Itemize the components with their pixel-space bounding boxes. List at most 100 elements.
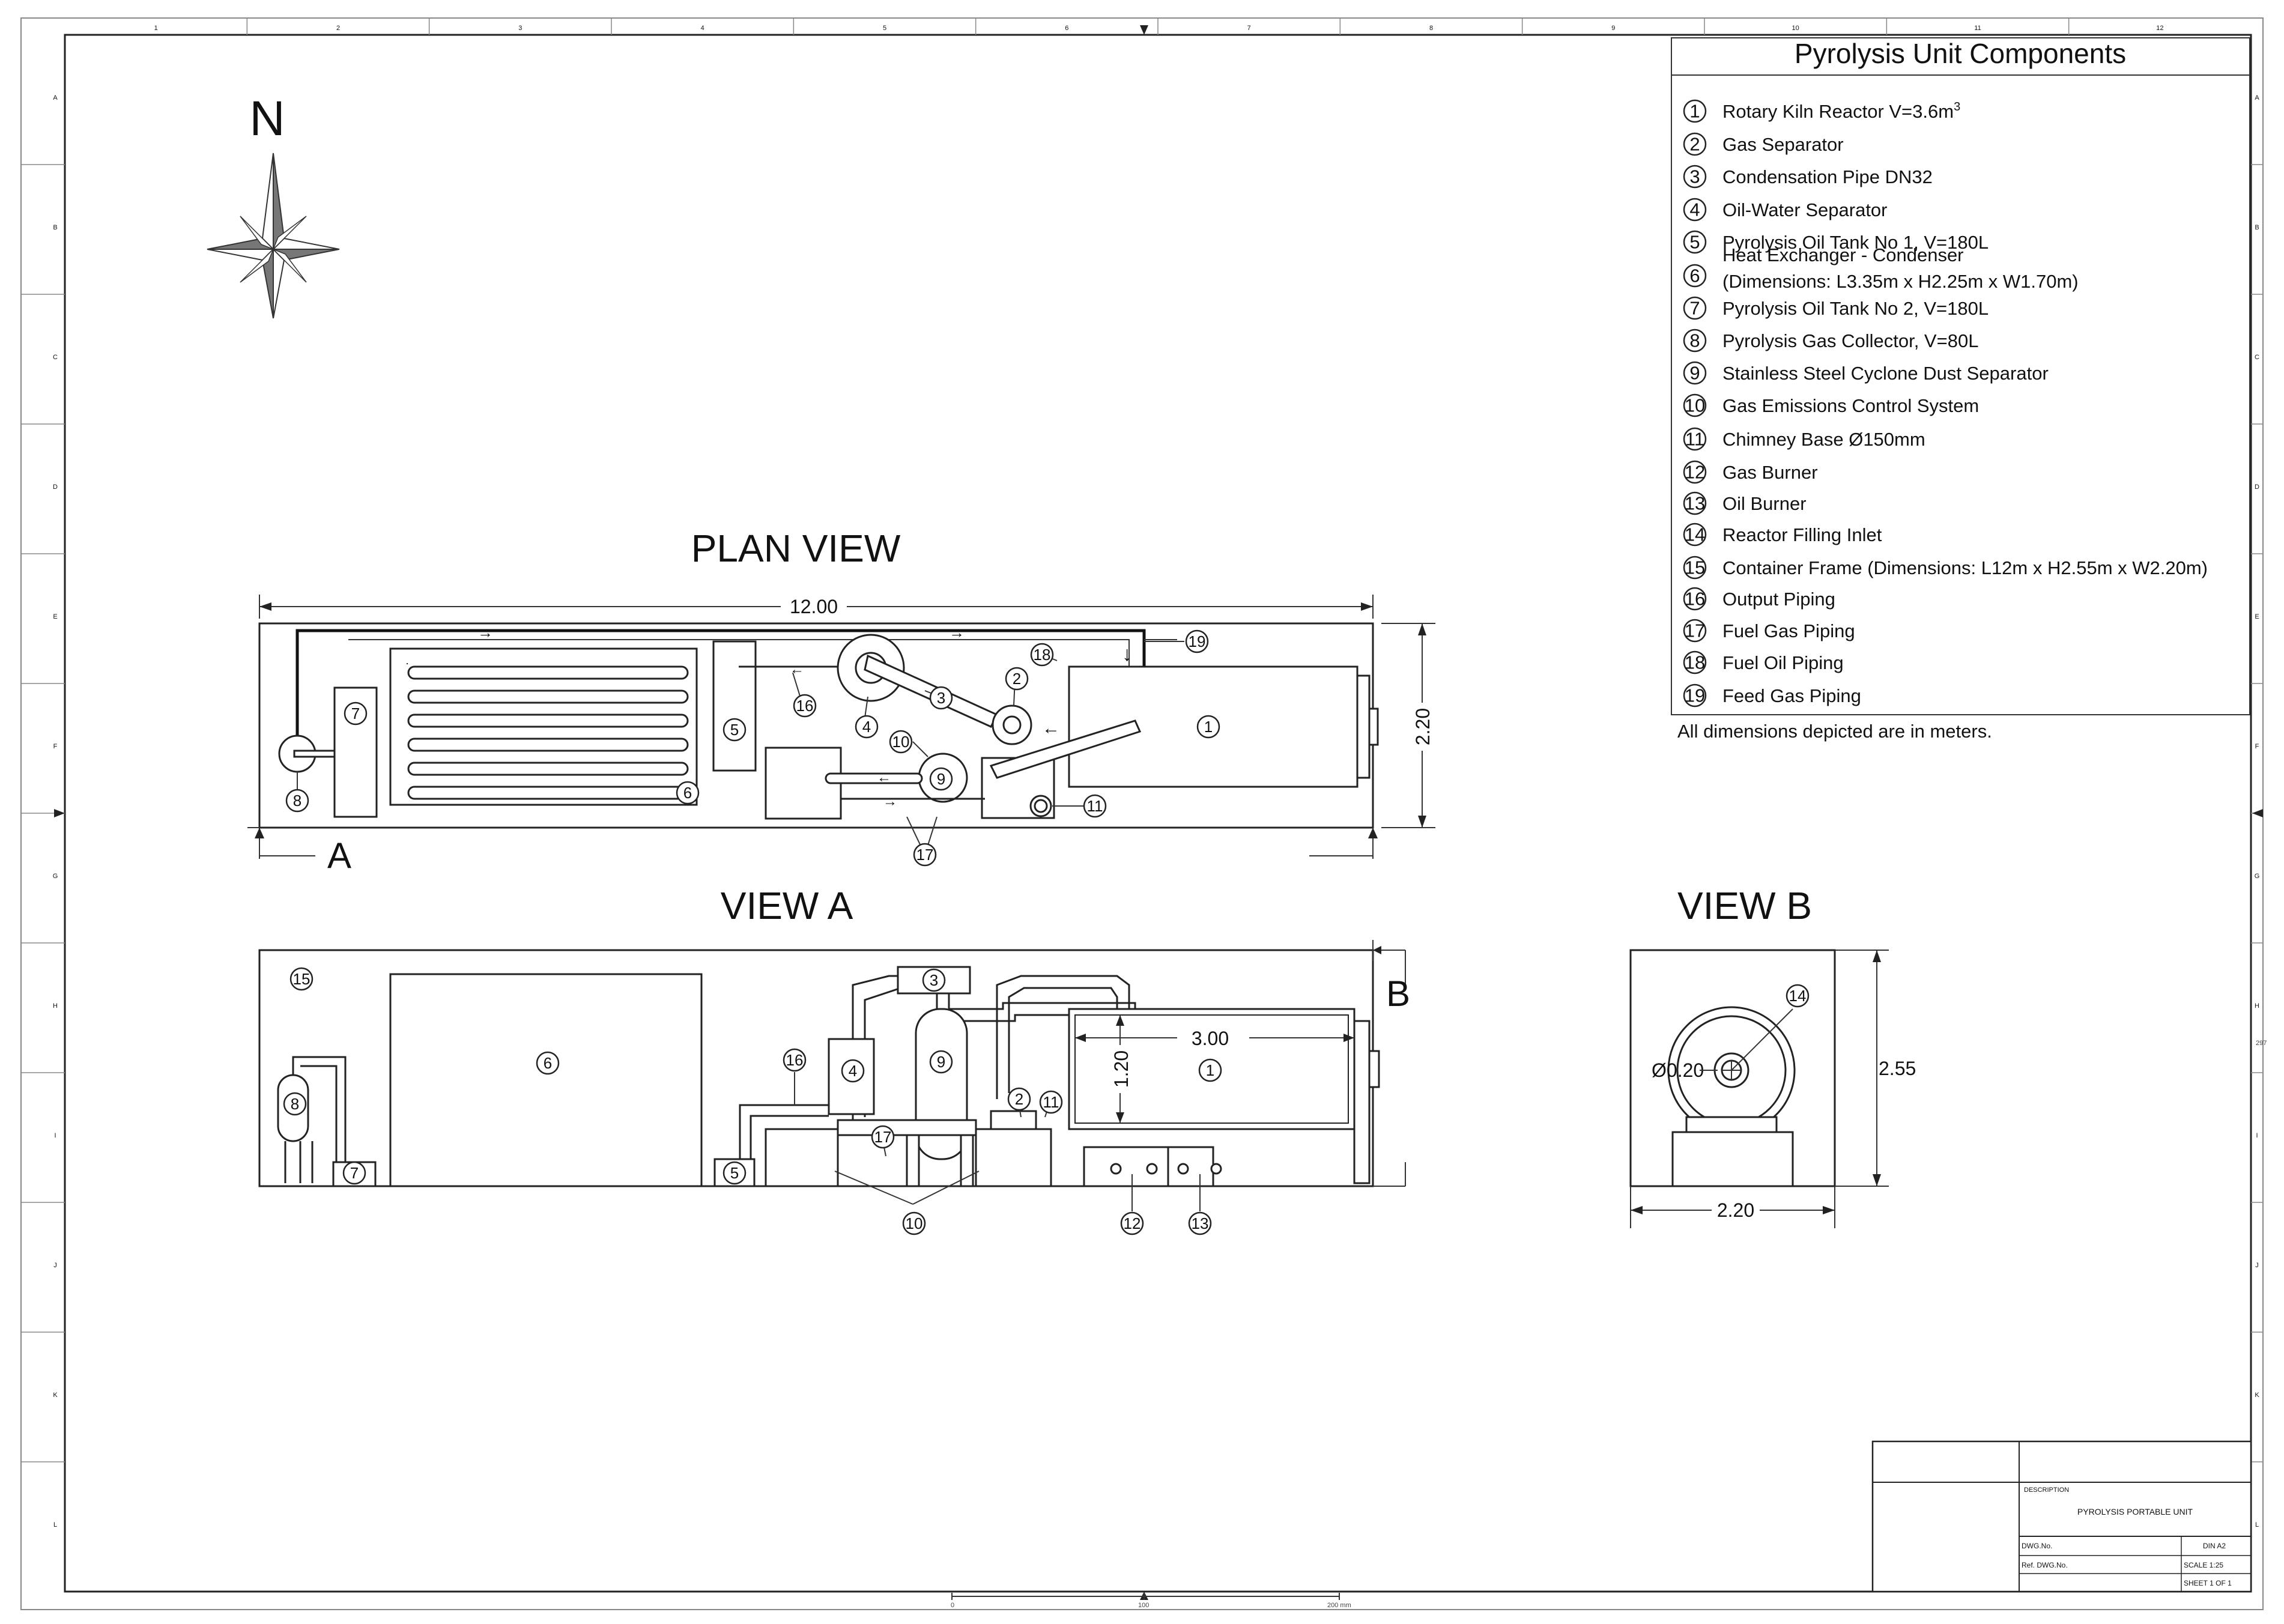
callout-number: 12 (1124, 1214, 1141, 1232)
legend-item-label: Output Piping (1722, 589, 1835, 610)
row-marker: D (53, 483, 58, 491)
legend-item-text: Gas Burner (1722, 462, 1818, 483)
callout-number: 11 (1087, 797, 1103, 815)
plan-view-title: PLAN VIEW (691, 527, 901, 570)
legend-item: 9 Stainless Steel Cyclone Dust Separator (1684, 362, 2049, 384)
flow-arrow: → (477, 623, 493, 641)
legend-item-number: 11 (1685, 429, 1704, 450)
callout-2: 2 (1008, 1088, 1030, 1110)
view-a: VIEW A (259, 884, 1410, 1234)
callout-19: 19 (1186, 631, 1208, 652)
row-marker: K (2255, 1392, 2259, 1399)
legend-item-label: Oil Burner (1722, 493, 1807, 514)
row-marker: J (53, 1262, 57, 1269)
legend-item-label: Chimney Base Ø150mm (1722, 429, 1925, 450)
callout-1: 1 (1199, 1059, 1221, 1081)
row-marker: F (53, 743, 58, 750)
flow-arrow: ← (790, 661, 804, 677)
legend-item-number: 15 (1685, 557, 1705, 578)
callout-number: 13 (1192, 1214, 1209, 1232)
column-marker: 1 (154, 25, 158, 32)
dim-plan-length-label: 12.00 (790, 596, 838, 617)
dim-kiln-length-label: 3.00 (1192, 1028, 1229, 1049)
callout-number: 18 (1034, 646, 1051, 664)
flow-arrow: ← (877, 769, 891, 786)
row-marker: K (53, 1392, 58, 1399)
legend-item-text: Gas Separator (1722, 134, 1844, 155)
column-marker: 6 (1065, 25, 1068, 32)
row-marker: E (53, 613, 57, 620)
legend-item-number: 6 (1689, 265, 1700, 286)
legend-item: 13 Oil Burner (1684, 492, 1807, 514)
callout-number: 3 (930, 971, 938, 989)
legend-item-text: Feed Gas Piping (1722, 685, 1861, 706)
dim-kiln-height-label: 1.20 (1110, 1050, 1132, 1088)
callout-11: 11 (1040, 1091, 1062, 1113)
callout-9: 9 (930, 1051, 952, 1073)
legend-item: 15 Container Frame (Dimensions: L12m x H2… (1684, 557, 2208, 578)
legend-item-text: Stainless Steel Cyclone Dust Separator (1722, 363, 2049, 384)
callout-number: 16 (796, 697, 814, 715)
dim-plan-width: 2.20 (1381, 623, 1435, 828)
callout-5: 5 (724, 1162, 745, 1184)
legend-item-text: Reactor Filling Inlet (1722, 524, 1882, 545)
callout-16: 16 (784, 1049, 805, 1071)
legend-note: All dimensions depicted are in meters. (1677, 721, 1992, 742)
row-marker: H (2255, 1002, 2259, 1010)
section-a-label: A (327, 835, 351, 876)
title-block: DESCRIPTION PYROLYSIS PORTABLE UNIT DWG.… (1873, 1441, 2251, 1592)
callout-number: 6 (544, 1054, 552, 1072)
flow-arrow: ← (1042, 718, 1060, 738)
callout-18: 18 (1031, 644, 1053, 665)
row-marker: J (2255, 1262, 2259, 1269)
callout-17: 17 (872, 1126, 894, 1148)
callout-4: 4 (856, 716, 877, 738)
row-marker: B (2255, 224, 2259, 231)
legend-item-number: 4 (1689, 199, 1700, 220)
title-block-ref-dwg-label: Ref. DWG.No. (2022, 1561, 2068, 1569)
legend-item-text: Fuel Oil Piping (1722, 652, 1844, 673)
legend-item-text: Pyrolysis Oil Tank No 2, V=180L (1722, 298, 1989, 319)
row-marker: A (2255, 94, 2259, 102)
north-compass: N (207, 91, 339, 318)
center-arrow-top (1140, 25, 1148, 35)
dim-container-height-label: 2.55 (1879, 1058, 1916, 1079)
legend-item-text: Oil Burner (1722, 493, 1807, 514)
legend-item-number: 19 (1685, 685, 1705, 706)
callout-9: 9 (930, 768, 952, 790)
callout-number: 10 (892, 733, 910, 751)
flow-arrow: → (883, 793, 897, 810)
legend-item-number: 9 (1689, 363, 1700, 384)
legend-item-number: 1 (1689, 101, 1700, 122)
row-marker: H (53, 1002, 58, 1010)
row-marker: E (2255, 613, 2259, 620)
row-marker: G (2255, 873, 2260, 880)
callout-15: 15 (291, 968, 312, 990)
callout-8: 8 (284, 1093, 306, 1115)
legend-item-text: Container Frame (Dimensions: L12m x H2.5… (1722, 557, 2208, 578)
title-block-dwg-no-label: DWG.No. (2022, 1542, 2052, 1550)
callout-number: 9 (937, 770, 945, 788)
legend-item-label: Gas Burner (1722, 462, 1818, 483)
legend-item-label: Heat Exchanger - Condenser (1722, 244, 1964, 265)
column-marker: 11 (1974, 25, 1981, 32)
callout-5: 5 (724, 719, 745, 741)
legend-item-text: Output Piping (1722, 589, 1835, 610)
callout-7: 7 (344, 1162, 365, 1184)
section-a-marker: A (247, 828, 1378, 876)
callout-12: 12 (1121, 1213, 1143, 1234)
row-marker: D (2255, 483, 2259, 491)
callout-6: 6 (537, 1052, 559, 1074)
legend-item-number: 10 (1685, 395, 1705, 416)
callout-number: 8 (293, 792, 301, 810)
legend-item-number: 13 (1685, 493, 1705, 514)
legend-item-label: Rotary Kiln Reactor V=3.6m3 (1722, 100, 1960, 122)
legend-item-text: Condensation Pipe DN32 (1722, 166, 1933, 187)
callout-16: 16 (794, 695, 816, 717)
column-marker: 9 (1611, 25, 1615, 32)
